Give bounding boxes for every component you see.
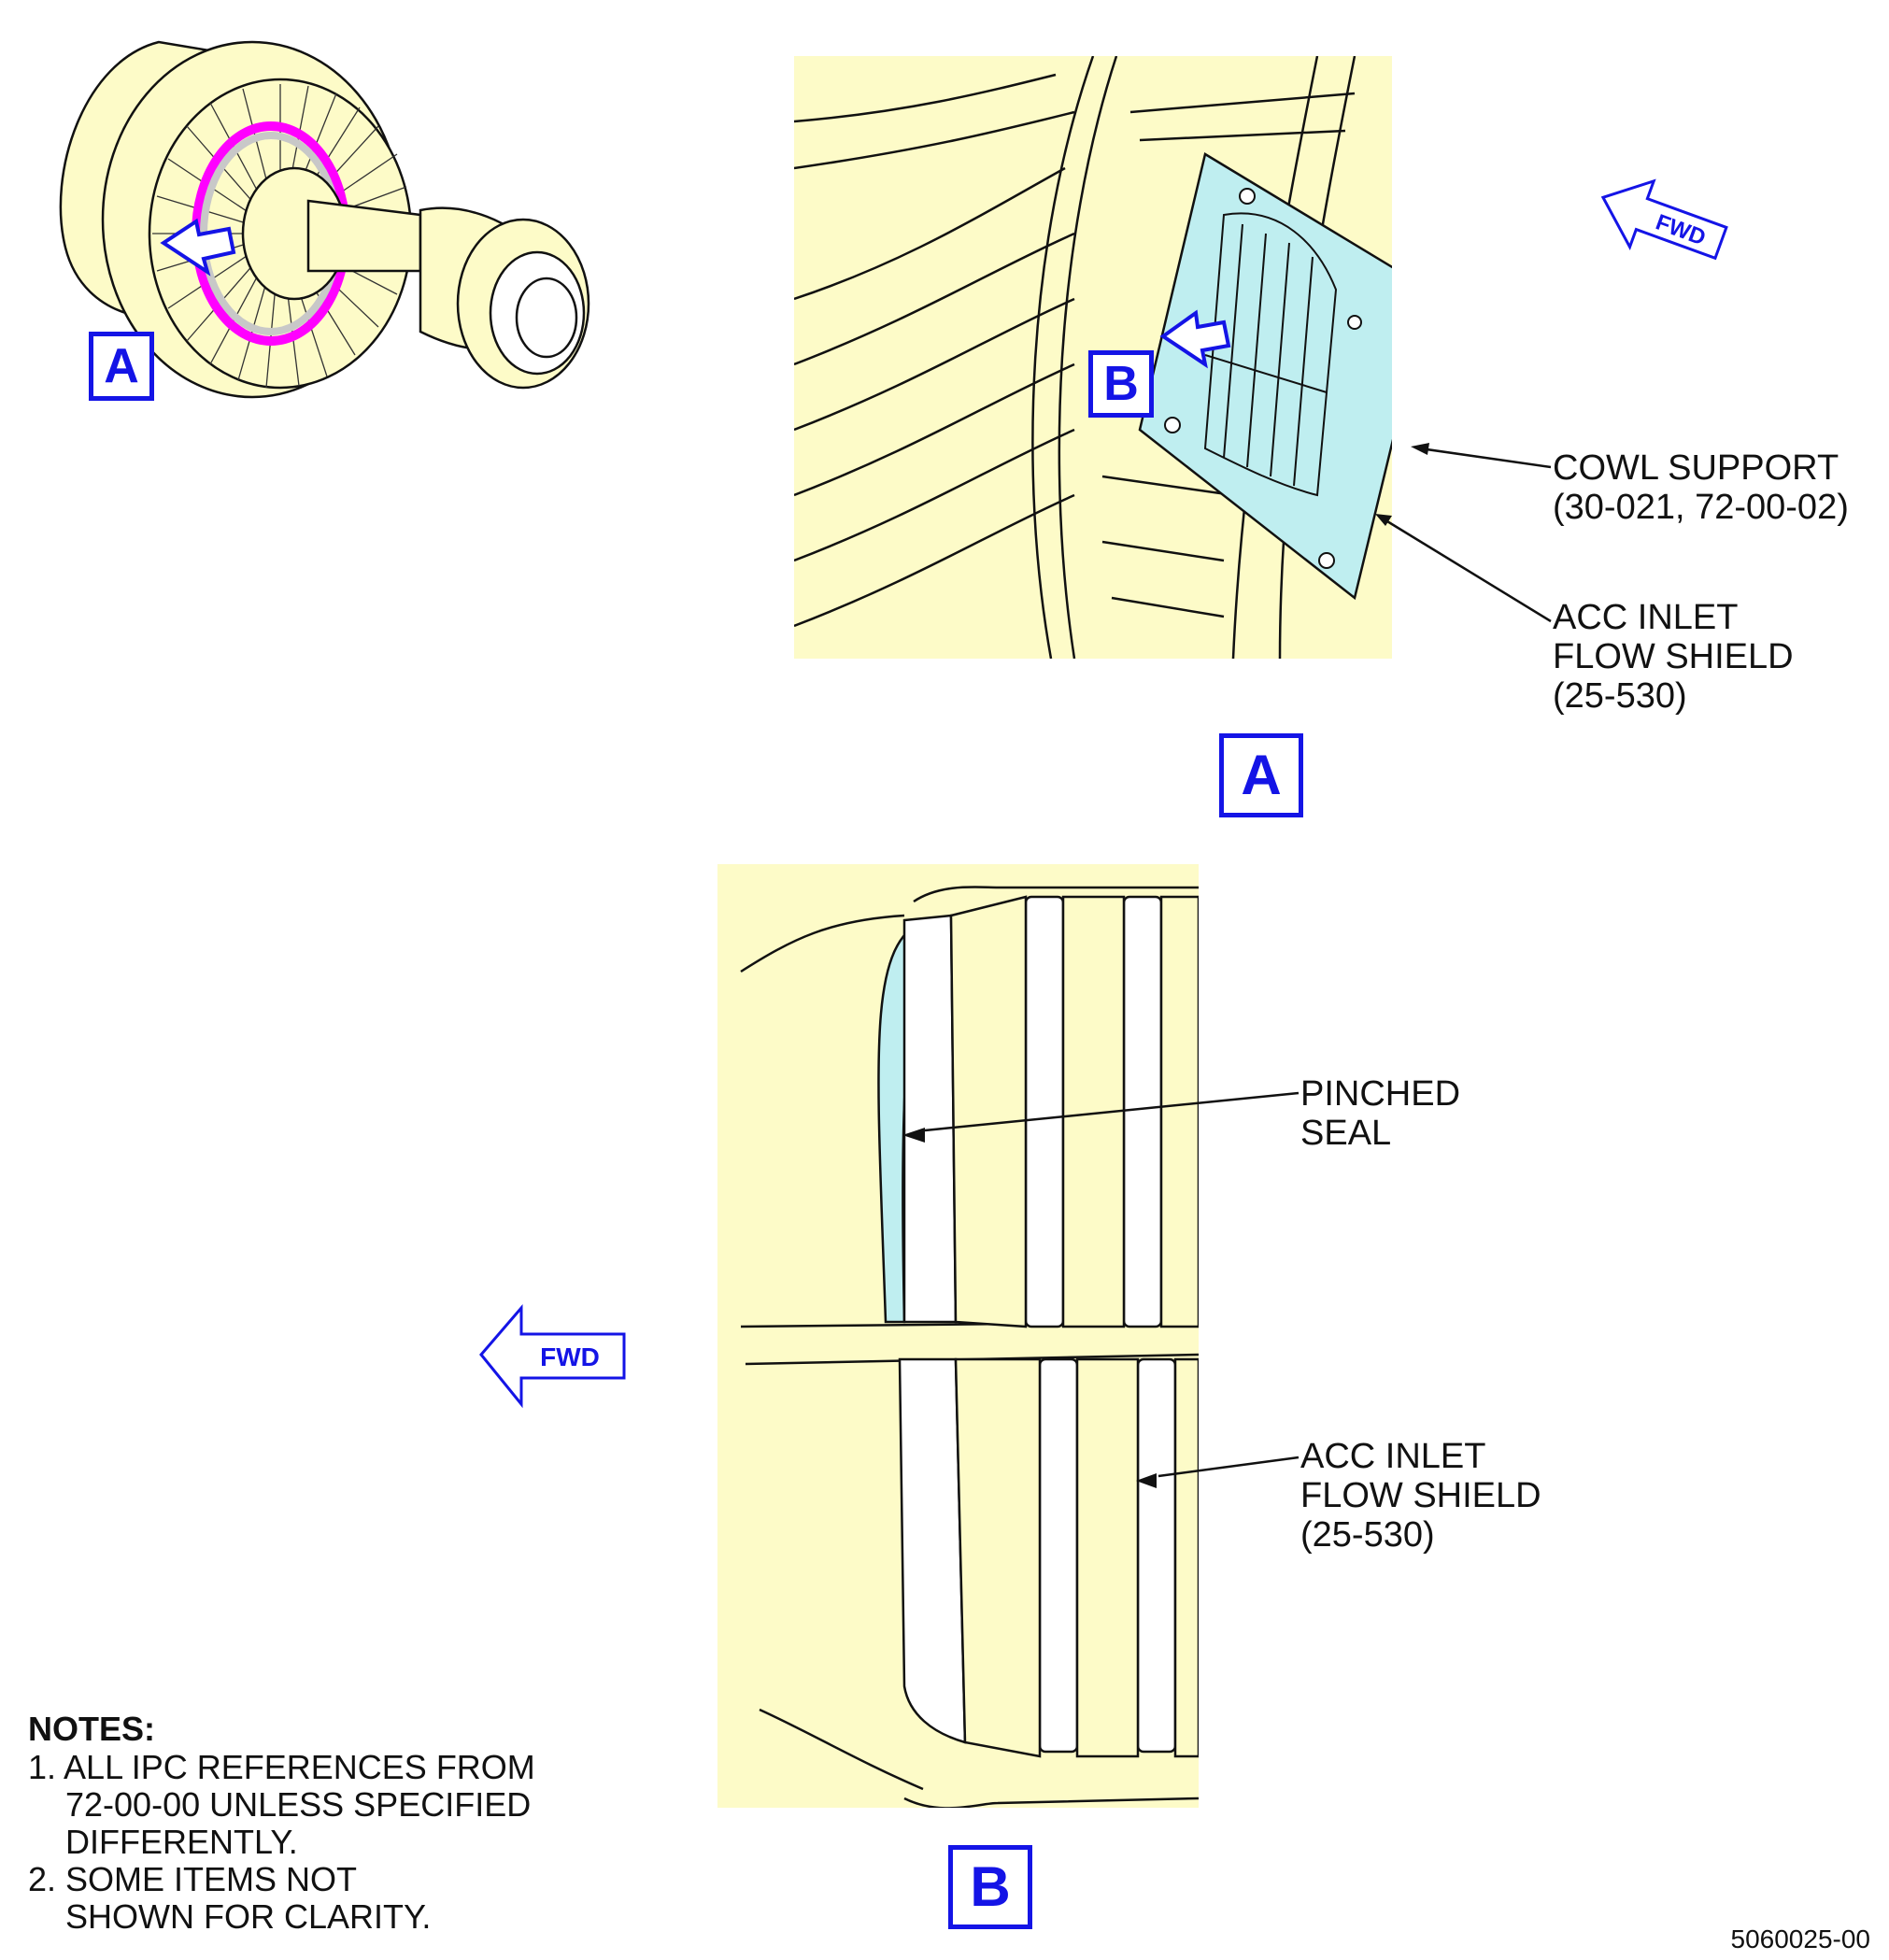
figure-id: 5060025-00 xyxy=(1730,1924,1870,1953)
view-b-arrow xyxy=(1159,309,1231,369)
note-1: 1. ALL IPC REFERENCES FROM 72-00-00 UNLE… xyxy=(28,1748,535,1861)
label-flow-shield-b: ACC INLET FLOW SHIELD (25-530) xyxy=(1300,1437,1541,1555)
label-flow-shield-a: ACC INLET FLOW SHIELD (25-530) xyxy=(1553,598,1794,716)
view-b-leaders xyxy=(924,1091,1300,1478)
callout-b-view[interactable]: B xyxy=(948,1845,1032,1929)
callout-a-small[interactable]: A xyxy=(89,332,154,401)
fwd-arrow-bottom: FWD xyxy=(479,1303,626,1409)
fwd-arrow-top: FWD xyxy=(1600,178,1728,261)
notes-title: NOTES: xyxy=(28,1710,156,1748)
note-2: 2. SOME ITEMS NOT SHOWN FOR CLARITY. xyxy=(28,1860,432,1936)
callout-a-view[interactable]: A xyxy=(1219,733,1303,817)
callout-b-small[interactable]: B xyxy=(1088,350,1154,418)
notes-block: NOTES: 1. ALL IPC REFERENCES FROM 72-00-… xyxy=(28,1710,626,1936)
view-b-panel xyxy=(717,864,1199,1808)
label-cowl-support: COWL SUPPORT (30-021, 72-00-02) xyxy=(1553,448,1849,527)
view-a-arrow xyxy=(160,218,236,277)
flow-shield-plate xyxy=(1138,152,1392,601)
engine-overview xyxy=(59,40,590,399)
label-pinched-seal: PINCHED SEAL xyxy=(1300,1074,1461,1153)
view-a-leaders xyxy=(1375,443,1552,623)
view-a-panel xyxy=(794,56,1392,659)
fwd-label-bottom: FWD xyxy=(540,1342,600,1371)
